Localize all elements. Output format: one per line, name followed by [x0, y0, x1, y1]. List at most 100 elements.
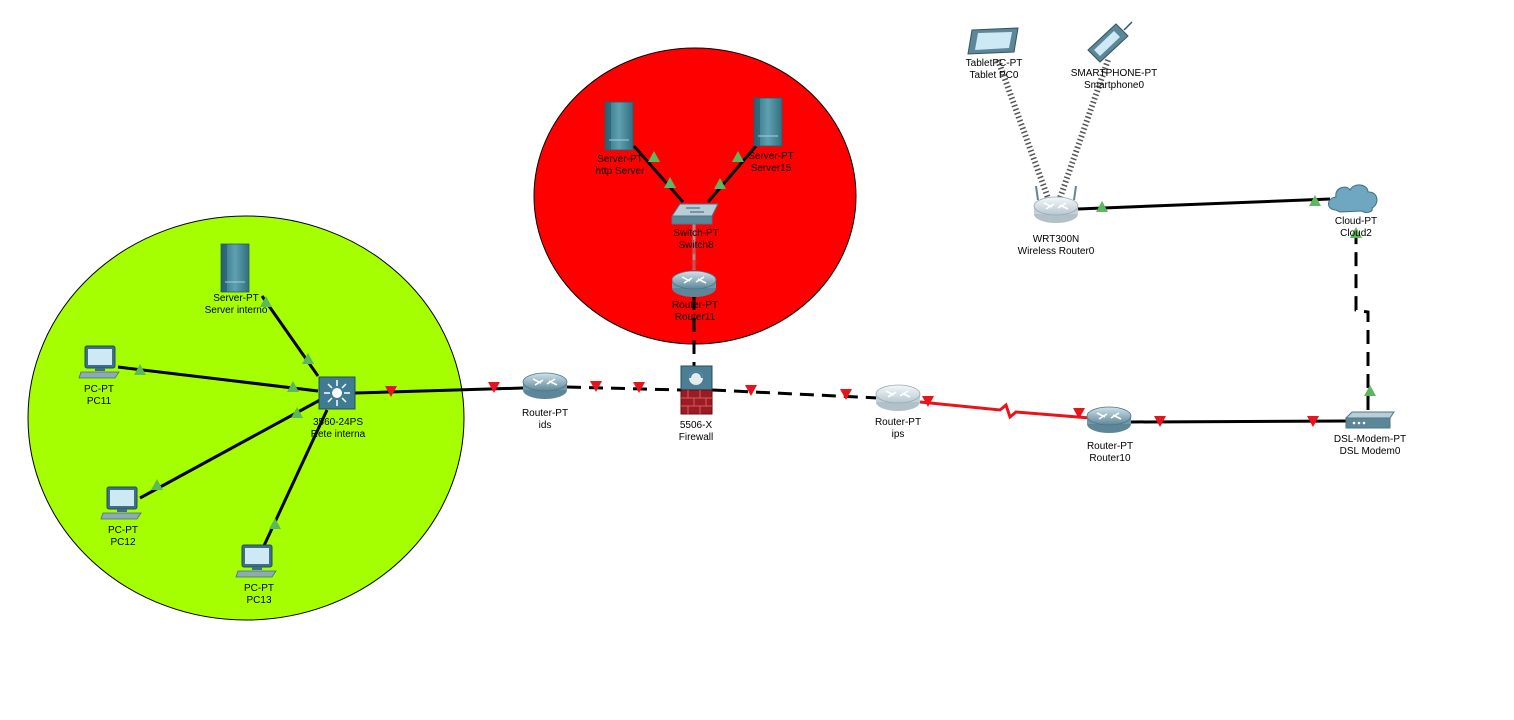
device-name: Rete interna	[310, 429, 366, 440]
router-icon	[671, 270, 717, 298]
device-name: Smartphone0	[1083, 80, 1145, 91]
link-pc11-core[interactable]	[117, 365, 319, 393]
switch8-device[interactable]	[671, 203, 719, 225]
status-down-marker	[1073, 408, 1085, 419]
status-up-marker	[1096, 201, 1108, 212]
links-layer	[117, 58, 1370, 551]
server-interno-device[interactable]	[220, 243, 250, 293]
router10-device[interactable]	[1086, 406, 1132, 434]
status-down-marker	[840, 389, 852, 400]
device-name: Wireless Router0	[1017, 246, 1095, 257]
firewall-device[interactable]	[680, 365, 713, 415]
ids-label: Router-PT ids	[522, 408, 568, 432]
router10-label: Router-PT Router10	[1087, 441, 1133, 465]
pc13-label: PC-PT PC13	[244, 583, 274, 607]
firewall-icon	[680, 365, 713, 415]
device-model: TabletPC-PT	[965, 58, 1023, 69]
server15-label: Server-PT Server15	[748, 151, 794, 175]
link-status-markers	[134, 151, 1376, 529]
device-name: DSL Modem0	[1339, 446, 1401, 457]
link-pc12-core[interactable]	[139, 398, 321, 500]
pc-icon	[235, 544, 277, 578]
link-dslmodem-cloud[interactable]	[1354, 226, 1370, 410]
smartphone-label: SMARTPHONE-PT Smartphone0	[1071, 68, 1158, 92]
link-smartphone-wireless[interactable]	[1057, 59, 1111, 199]
status-down-marker	[745, 385, 757, 396]
status-down-marker	[385, 386, 397, 397]
link-firewall-ips[interactable]	[711, 388, 879, 400]
dsl-modem-icon	[1344, 411, 1395, 429]
wireless-router-device[interactable]	[1033, 185, 1079, 224]
device-name: Tablet PC0	[969, 70, 1019, 81]
status-down-marker	[922, 396, 934, 407]
device-model: Router-PT	[671, 300, 719, 311]
router11-label: Router-PT Router11	[672, 300, 718, 324]
link-ips-router10-serial[interactable]	[919, 400, 1091, 420]
switch-icon	[671, 203, 719, 225]
device-model: PC-PT	[244, 583, 274, 594]
status-up-marker	[1364, 385, 1376, 396]
device-model: Server-PT	[213, 293, 259, 304]
router11-device[interactable]	[671, 270, 717, 298]
status-down-marker	[590, 381, 602, 392]
device-model: Server-PT	[597, 154, 643, 165]
smartphone-device[interactable]	[1087, 21, 1133, 63]
status-down-marker	[633, 382, 645, 393]
pc11-device[interactable]	[78, 345, 120, 379]
pc13-device[interactable]	[235, 544, 277, 578]
pc12-label: PC-PT PC12	[108, 525, 138, 549]
link-wirelessrouter-cloud[interactable]	[1077, 197, 1331, 211]
ips-label: Router-PT ips	[875, 417, 921, 441]
pc11-label: PC-PT PC11	[84, 384, 114, 408]
link-ids-firewall[interactable]	[566, 385, 682, 392]
link-server15-switch8[interactable]	[706, 145, 758, 203]
router-ids-device[interactable]	[522, 372, 568, 400]
smartphone-icon	[1087, 21, 1133, 63]
rete-interna-switch-device[interactable]	[318, 376, 356, 410]
pc-icon	[78, 345, 120, 379]
device-name: PC12	[110, 537, 136, 548]
server15-device[interactable]	[753, 97, 783, 147]
status-up-marker	[291, 407, 303, 418]
firewall-label: 5506-X Firewall	[679, 420, 713, 444]
status-up-marker	[714, 178, 726, 189]
pc12-device[interactable]	[100, 486, 142, 520]
tablet-device[interactable]	[967, 27, 1019, 55]
multilayer-switch-icon	[318, 376, 356, 410]
status-up-marker	[664, 177, 676, 188]
router-ips-device[interactable]	[875, 384, 921, 412]
device-model: 5506-X	[679, 420, 713, 431]
status-down-marker	[688, 260, 700, 271]
router-icon	[1086, 406, 1132, 434]
status-down-marker	[488, 382, 500, 393]
wireless-router-label: WRT300N Wireless Router0	[1018, 234, 1095, 258]
status-up-marker	[134, 364, 146, 375]
device-name: Cloud2	[1340, 228, 1372, 239]
dsl-modem-label: DSL-Modem-PT DSL Modem0	[1334, 434, 1406, 458]
link-httpserver-switch8[interactable]	[632, 145, 685, 203]
status-up-marker	[1309, 195, 1321, 206]
http-server-device[interactable]	[604, 101, 634, 151]
status-up-marker	[287, 381, 299, 392]
cloud-label: Cloud-PT Cloud2	[1335, 216, 1377, 240]
dsl-modem-device[interactable]	[1344, 411, 1395, 429]
device-name: ips	[891, 429, 905, 440]
rete-interna-label: 3560-24PS Rete interna	[311, 417, 365, 441]
server-interno-label: Server-PT Server interno	[205, 293, 268, 317]
device-model: DSL-Modem-PT	[1333, 434, 1407, 445]
server-icon	[604, 101, 634, 151]
device-model: SMARTPHONE-PT	[1070, 68, 1158, 79]
pc-icon	[100, 486, 142, 520]
device-name: Server15	[750, 163, 792, 174]
device-name: PC11	[86, 396, 112, 407]
status-up-marker	[732, 151, 744, 162]
server-icon	[220, 243, 250, 293]
cloud-device[interactable]	[1328, 184, 1378, 213]
status-up-marker	[260, 296, 272, 307]
device-model: PC-PT	[108, 525, 138, 536]
wireless-router-icon	[1033, 185, 1079, 224]
device-name: Router10	[1089, 453, 1131, 464]
http-server-label: Server-PT http Server	[596, 154, 645, 178]
link-tablet-wireless[interactable]	[995, 58, 1051, 200]
